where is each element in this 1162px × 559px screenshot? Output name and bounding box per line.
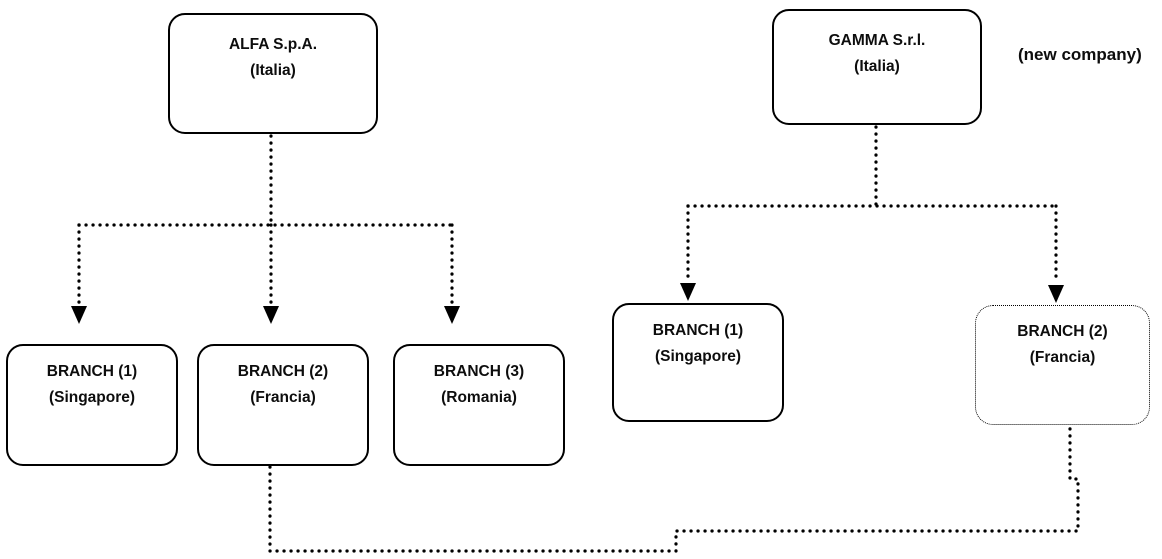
branch-name: BRANCH (2) [237,363,329,380]
gamma-branch1-arrowhead [680,283,696,301]
alfa-branch1-arrowhead [71,306,87,324]
company-country: (Italia) [854,58,900,75]
branch-country: (Francia) [250,389,316,406]
branch-name: BRANCH (3) [433,363,525,380]
company-country: (Italia) [250,62,296,79]
node-alfa-parent: ALFA S.p.A. (Italia) [168,13,378,134]
company-name: GAMMA S.r.l. [828,32,926,49]
node-alfa-branch-2: BRANCH (2) (Francia) [197,344,369,466]
branch-name: BRANCH (1) [46,363,138,380]
branch-country: (Singapore) [48,389,136,406]
branch-country: (Romania) [441,389,517,406]
new-company-label: (new company) [1018,45,1142,64]
company-name: ALFA S.p.A. [228,36,318,53]
branch-country: (Francia) [1029,349,1096,366]
node-gamma-branch-1: BRANCH (1) (Singapore) [612,303,784,422]
node-gamma-branch-2: BRANCH (2) (Francia) [975,305,1150,425]
node-alfa-branch-1: BRANCH (1) (Singapore) [6,344,178,466]
branch-name: BRANCH (1) [652,322,744,339]
node-gamma-parent: GAMMA S.r.l. (Italia) [772,9,982,125]
alfa-branch2-arrowhead [263,306,279,324]
branch-name: BRANCH (2) [1017,323,1108,340]
gamma-branch2-arrowhead [1048,285,1064,303]
alfa-branch3-arrowhead [444,306,460,324]
branch-transfer-connector [268,424,1080,553]
node-alfa-branch-3: BRANCH (3) (Romania) [393,344,565,466]
branch-country: (Singapore) [654,348,742,365]
